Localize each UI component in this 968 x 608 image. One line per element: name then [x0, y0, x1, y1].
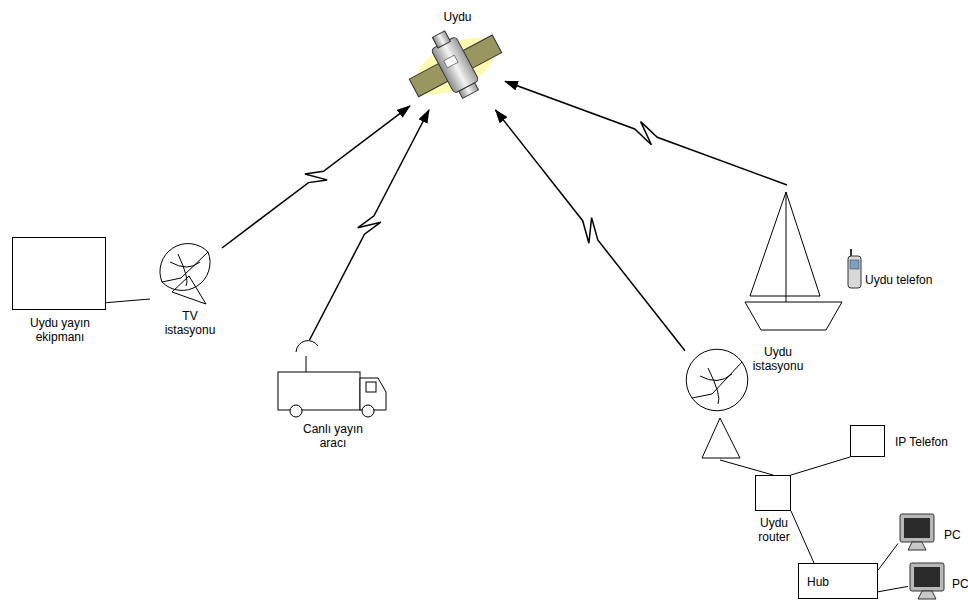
truck-cab [360, 378, 386, 410]
phone-antenna [850, 249, 852, 256]
router-box: Uydu router [755, 475, 791, 511]
dish-antenna [160, 244, 210, 304]
satellite-icon [397, 12, 512, 116]
truck-node: Canlı yayın aracı [275, 340, 390, 418]
broadcast-truck [278, 341, 386, 417]
ip-phone-box: IP Telefon [850, 425, 885, 457]
pc-node: PC [898, 512, 938, 557]
monitor-screen [904, 518, 930, 538]
hub-box: Hub [798, 563, 878, 599]
truck-wheel [362, 405, 374, 417]
dish-rim [692, 362, 748, 411]
dish-stand [702, 418, 740, 458]
monitor-stand [918, 591, 936, 599]
node-label: PC [952, 577, 968, 591]
boat-sail [750, 192, 820, 296]
cable-link [720, 460, 773, 475]
node-label: TV istasyonu [160, 309, 220, 337]
dish-bowl [686, 349, 742, 398]
node-label: Uydu [430, 10, 485, 24]
dish-antenna [686, 349, 748, 458]
node-label: Hub [799, 575, 837, 589]
phone-screen [850, 260, 859, 269]
ground-station-node: Uydu istasyonu [685, 345, 810, 460]
wireless-link [310, 110, 430, 340]
tv-station-node: TV istasyonu [150, 245, 230, 305]
monitor-frame [900, 514, 934, 542]
truck-body [278, 372, 360, 410]
truck-dish [296, 341, 318, 352]
monitor-stand [908, 542, 926, 550]
monitor-screen [914, 567, 940, 587]
cable-link [791, 511, 814, 563]
satellite-top [432, 31, 450, 48]
satellite-phone [848, 249, 861, 288]
satellite-glow [406, 26, 504, 106]
truck-wheel [290, 405, 302, 417]
cable-link [878, 544, 898, 571]
node-label: PC [944, 528, 968, 542]
dish-grid [170, 254, 200, 286]
pc-node: PC [908, 560, 948, 604]
node-label: Uydu istasyonu [747, 345, 809, 373]
pc-monitor [910, 563, 944, 599]
node-label: Uydu router [746, 516, 802, 544]
truck-mast [306, 356, 307, 372]
cable-link [878, 586, 908, 591]
node-label: Uydu telefon [865, 273, 950, 287]
node-label: IP Telefon [895, 435, 967, 449]
wireless-link [505, 81, 787, 185]
dish-grid [700, 368, 732, 404]
wireless-link [222, 106, 410, 248]
satellite-node: Uydu [410, 28, 505, 110]
boat-mast [786, 192, 787, 302]
dish-rim [162, 252, 210, 290]
pc-monitor [900, 514, 934, 550]
cable-link [791, 457, 850, 475]
equipment-box: Uydu yayın ekipmanı [12, 237, 106, 310]
node-label: Canlı yayın aracı [293, 422, 373, 450]
dish-bowl [160, 244, 208, 282]
monitor-frame [910, 563, 944, 591]
cable-link [106, 299, 150, 303]
node-label: Uydu yayın ekipmanı [13, 316, 107, 344]
phone-node: Uydu telefon [745, 185, 955, 335]
phone-body [848, 256, 861, 288]
satellite-bottom [459, 83, 479, 99]
truck-window [366, 382, 376, 392]
wireless-link [496, 110, 686, 351]
boat-hull [745, 302, 842, 330]
boat-icon [745, 192, 842, 330]
satellite-window [444, 55, 458, 68]
